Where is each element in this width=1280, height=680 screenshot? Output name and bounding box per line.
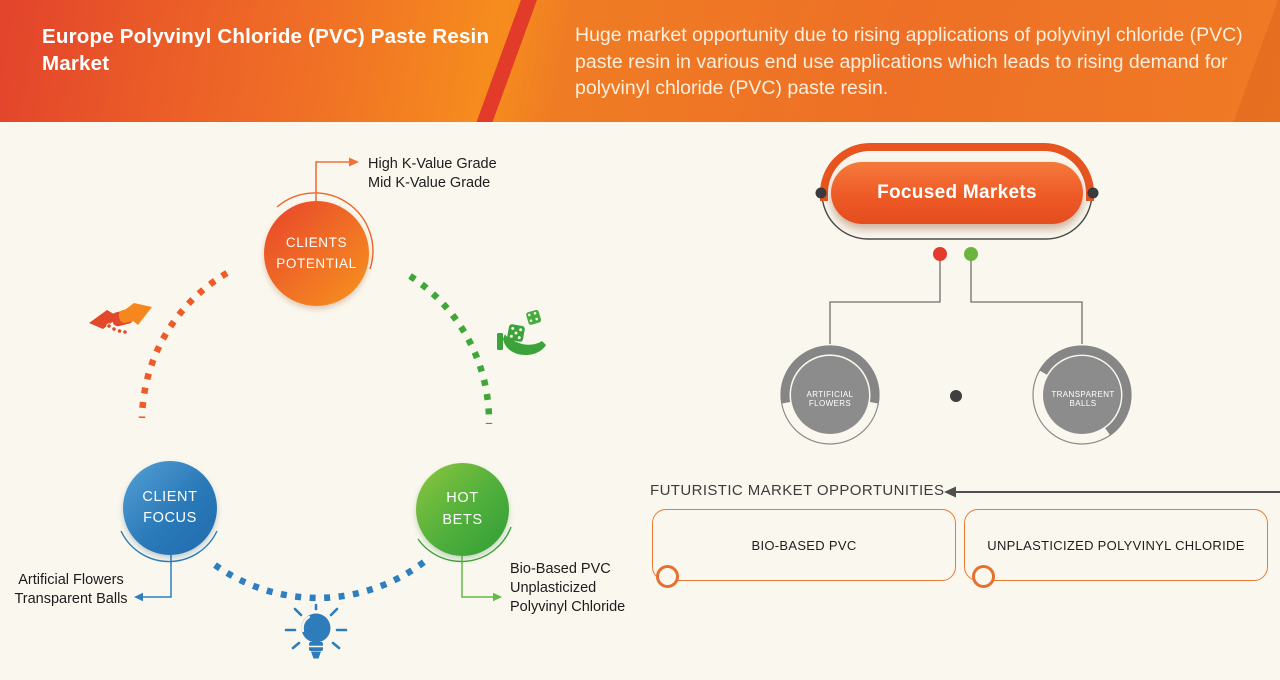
futuristic-item-unplasticized-pvc: UNPLASTICIZED POLYVINYL CHLORIDE: [964, 509, 1268, 581]
futuristic-heading: FUTURISTIC MARKET OPPORTUNITIES: [650, 482, 945, 499]
clients-potential-label-line2: POTENTIAL: [276, 255, 357, 271]
focused-markets-title: Focused Markets: [877, 182, 1037, 203]
hot-bets-ring-arc: [417, 526, 512, 563]
center-small-dot: [950, 390, 962, 402]
futuristic-arrow: [944, 486, 1280, 498]
clients-potential-node: CLIENTS POTENTIAL: [264, 201, 369, 306]
client-focus-connector: [134, 555, 172, 602]
client-focus-callout: Artificial Flowers Transparent Balls: [4, 571, 138, 609]
green-dotted-arc: [408, 273, 493, 425]
futuristic-item-label: BIO-BASED PVC: [751, 537, 857, 553]
callout-line: High K-Value Grade: [368, 156, 497, 172]
hot-bets-label-line2: BETS: [442, 511, 483, 528]
clients-potential-callout: High K-Value Grade Mid K-Value Grade: [368, 155, 497, 193]
frame-left-dot: [815, 187, 827, 199]
clients-potential-label-line1: CLIENTS: [285, 235, 348, 251]
client-focus-ring-arc: [120, 530, 218, 563]
focused-markets-pill: Focused Markets: [831, 162, 1083, 224]
market-label-transparent-balls: TRANSPARENT BALLS: [1051, 390, 1115, 408]
focused-markets-frame: [815, 143, 1099, 240]
blue-dotted-arc: [213, 559, 426, 602]
header-description: Huge market opportunity due to rising ap…: [575, 24, 1243, 100]
box-corner-ring-icon: [656, 565, 679, 588]
callout-line: Mid K-Value Grade: [368, 175, 491, 192]
red-branch-dot: [933, 247, 947, 261]
callout-line: Unplasticized: [510, 580, 597, 597]
page-title: Europe Polyvinyl Chloride (PVC) Paste Re…: [42, 25, 490, 76]
dice-in-hand-icon: [497, 309, 546, 355]
client-focus-label-line1: CLIENT: [142, 488, 198, 505]
clients-potential-ring-arc: [276, 192, 374, 270]
hot-bets-callout: Bio-Based PVC Unplasticized Polyvinyl Ch…: [510, 560, 625, 617]
callout-line: Bio-Based PVC: [510, 561, 611, 577]
frame-right-dot: [1087, 187, 1099, 199]
client-focus-label-line2: FOCUS: [143, 510, 197, 526]
focused-markets-tree: [829, 247, 1083, 402]
handshake-icon: [89, 303, 152, 335]
client-focus-node: CLIENT FOCUS: [123, 461, 217, 555]
callout-line: Transparent Balls: [14, 591, 128, 608]
clients-potential-connector: [315, 157, 359, 201]
hot-bets-label-line1: HOT: [446, 490, 479, 507]
box-corner-ring-icon: [972, 565, 995, 588]
green-branch-dot: [964, 247, 978, 261]
market-circle-artificial-flowers: [780, 345, 880, 445]
market-circle-transparent-balls: [1032, 345, 1132, 445]
lightbulb-icon: [284, 603, 348, 659]
hot-bets-connector: [461, 556, 502, 602]
orange-dotted-arc: [138, 270, 229, 419]
market-label-artificial-flowers: ARTIFICIAL FLOWERS: [806, 390, 854, 408]
hot-bets-node: HOT BETS: [416, 463, 509, 556]
futuristic-item-bio-based-pvc: BIO-BASED PVC: [652, 509, 956, 581]
futuristic-item-label: UNPLASTICIZED POLYVINYL CHLORIDE: [987, 537, 1245, 553]
callout-line: Polyvinyl Chloride: [510, 599, 626, 616]
header-banner: Europe Polyvinyl Chloride (PVC) Paste Re…: [0, 0, 1280, 122]
callout-line: Artificial Flowers: [18, 572, 124, 588]
